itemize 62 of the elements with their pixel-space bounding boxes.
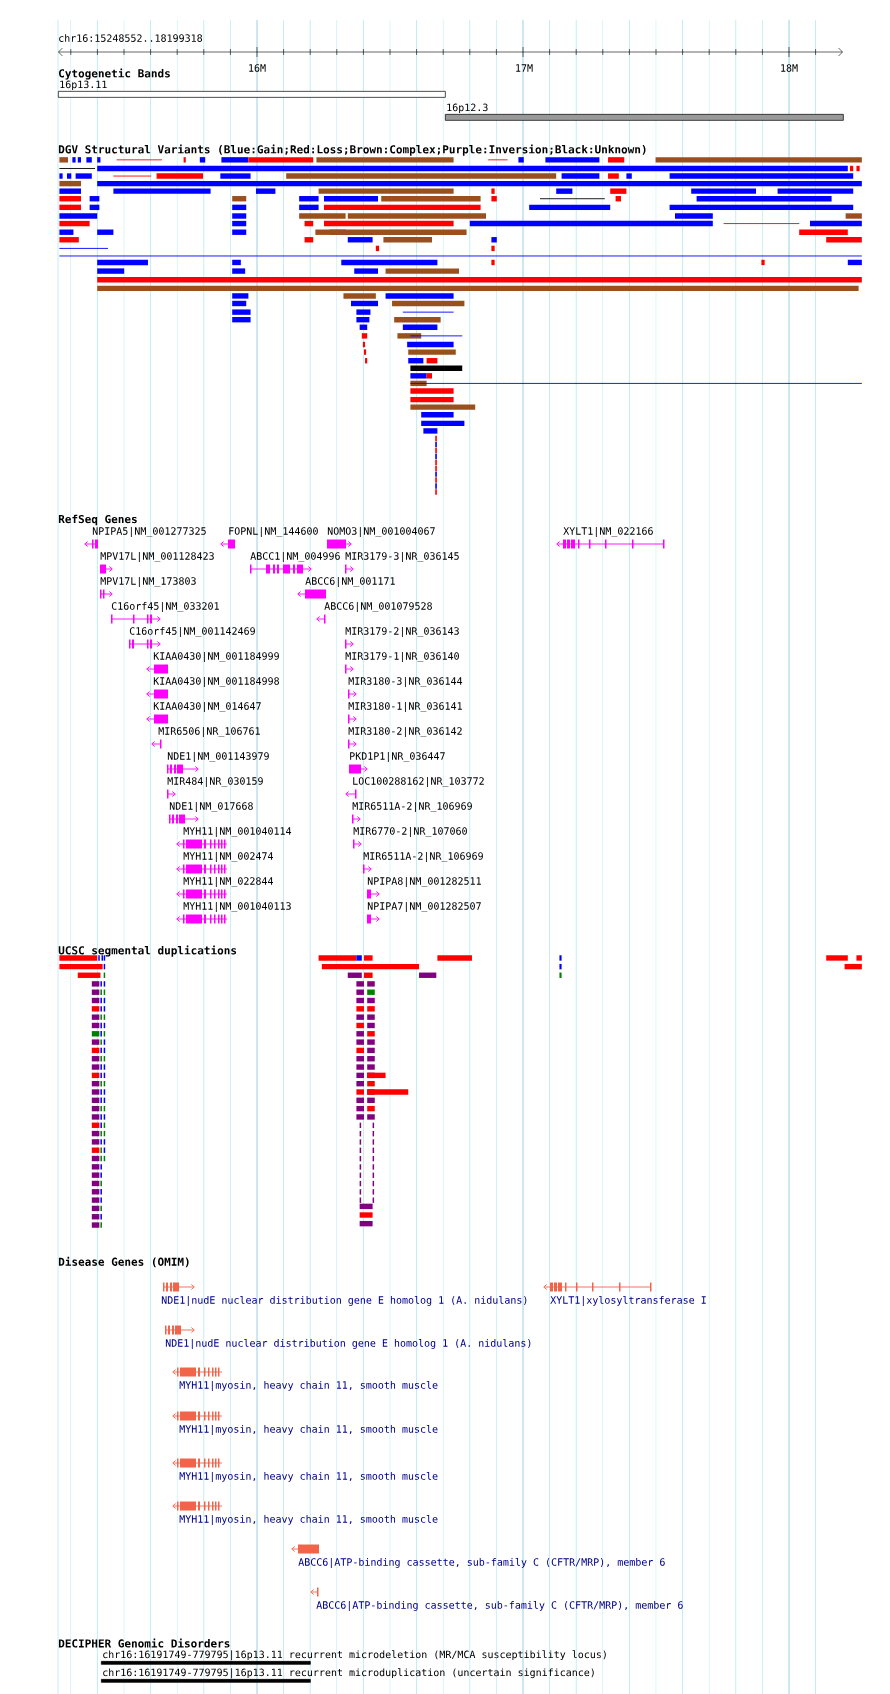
gene-label: MYH11|myosin, heavy chain 11, smooth muscle (179, 1472, 438, 1482)
gene-label: MIR3179-2|NR_036143 (345, 627, 459, 637)
gene-label: MIR3180-3|NR_036144 (348, 677, 463, 687)
gene-label: MYH11|myosin, heavy chain 11, smooth muscle (179, 1381, 438, 1391)
gene-label: MYH11|myosin, heavy chain 11, smooth muscle (179, 1515, 438, 1525)
gene-label: ABCC1|NM_004996 (250, 552, 340, 562)
track-title: DECIPHER Genomic Disorders (58, 1638, 230, 1648)
gene-label: MYH11|NM_001040113 (183, 902, 291, 912)
node-label: chr16:16191749-779795|16p13.11 recurrent microduplication (uncertain significance) (103, 1668, 594, 1679)
cytoband-bar: 16p12.3 (445, 103, 844, 121)
gene-label: LOC100288162|NR_103772 (353, 777, 484, 787)
disorder-bar: chr16:16191749-779795|16p13.11 recurrent microduplication (uncertain significance) (101, 1668, 594, 1683)
gene-label: C16orf45|NM_033201 (111, 602, 219, 612)
node-label: 16p13.11 (60, 80, 107, 91)
gene-label: MIR484|NR_030159 (167, 777, 263, 787)
gene-label: MIR6511A-2|NR_106969 (363, 852, 483, 862)
gene-label: MIR3180-1|NR_036141 (348, 702, 462, 712)
position-label: chr16:15248552..18199318 (59, 34, 203, 42)
gene-label: MPV17L|NM_173803 (100, 577, 196, 587)
cytoband-bar: 16p13.11 (58, 80, 446, 98)
gene-label: MIR3180-2|NR_036142 (348, 727, 462, 737)
track-title: Cytogenetic Bands (59, 68, 170, 80)
node-label: chr16:16191749-779795|16p13.11 recurrent microdeletion (MR/MCA susceptibility locus) (103, 1650, 606, 1661)
gene-label: MIR6511A-2|NR_106969 (352, 802, 472, 812)
gene-label: NDE1|nudE nuclear distribution gene E homolog 1 (A. nidulans) (165, 1339, 531, 1349)
gene-label: NOMO3|NM_001004067 (327, 527, 435, 537)
gene-label: FOPNL|NM_144600 (229, 527, 318, 537)
track-title: RefSeq Genes (58, 514, 137, 526)
gene-label: KIAA0430|NM_001184998 (153, 677, 279, 687)
gene-label: MYH11|NM_022844 (183, 877, 274, 887)
disorder-bar: chr16:16191749-779795|16p13.11 recurrent microdeletion (MR/MCA susceptibility locus) (101, 1650, 606, 1665)
track-title: DGV Structural Variants (Blue:Gain;Red:Loss;Brown:Complex;Purple:Inversion;Black:Unknown) (58, 144, 646, 156)
gene-label: PKD1P1|NR_036447 (350, 752, 445, 762)
tick-label: 17M (516, 64, 533, 72)
tick-label: 16M (249, 64, 266, 72)
gene-label: MPV17L|NM_001128423 (100, 552, 214, 562)
gene-label: MYH11|NM_002474 (183, 852, 274, 862)
gene-label: NDE1|NM_017668 (169, 802, 253, 812)
gene-label: MIR3179-1|NR_036140 (345, 652, 459, 662)
track-title: UCSC segmental duplications (58, 945, 237, 957)
gene-label: XYLT1|NM_022166 (563, 527, 653, 537)
gene-label: XYLT1|xylosyltransferase I (550, 1296, 706, 1306)
gene-label: ABCC6|NM_001079528 (324, 602, 432, 612)
gene-label: MIR6506|NR_106761 (158, 727, 260, 737)
node-label: 16p12.3 (447, 103, 488, 114)
gene-label: C16orf45|NM_001142469 (129, 627, 255, 637)
gene-label: ABCC6|ATP-binding cassette, sub-family C (CFTR/MRP), member 6 (298, 1558, 665, 1568)
gene-label: KIAA0430|NM_001184999 (153, 652, 279, 662)
gene-label: MIR3179-3|NR_036145 (345, 552, 459, 562)
gene-label: KIAA0430|NM_014647 (153, 702, 261, 712)
gene-label: NDE1|nudE nuclear distribution gene E homolog 1 (A. nidulans) (161, 1296, 527, 1306)
gene-label: NPIPA5|NM_001277325 (92, 527, 206, 537)
gene-label: NPIPA8|NM_001282511 (367, 877, 481, 887)
tick-label: 18M (781, 64, 798, 72)
gene-label: NPIPA7|NM_001282507 (367, 902, 481, 912)
track-title: Disease Genes (OMIM) (58, 1256, 189, 1268)
gene-label: MIR6770-2|NR_107060 (353, 827, 467, 837)
gene-label: NDE1|NM_001143979 (167, 752, 269, 762)
gene-label: ABCC6|NM_001171 (305, 577, 395, 587)
gene-label: MYH11|myosin, heavy chain 11, smooth muscle (179, 1425, 438, 1435)
gene-label: MYH11|NM_001040114 (183, 827, 292, 837)
gene-label: ABCC6|ATP-binding cassette, sub-family C (CFTR/MRP), member 6 (316, 1601, 683, 1611)
